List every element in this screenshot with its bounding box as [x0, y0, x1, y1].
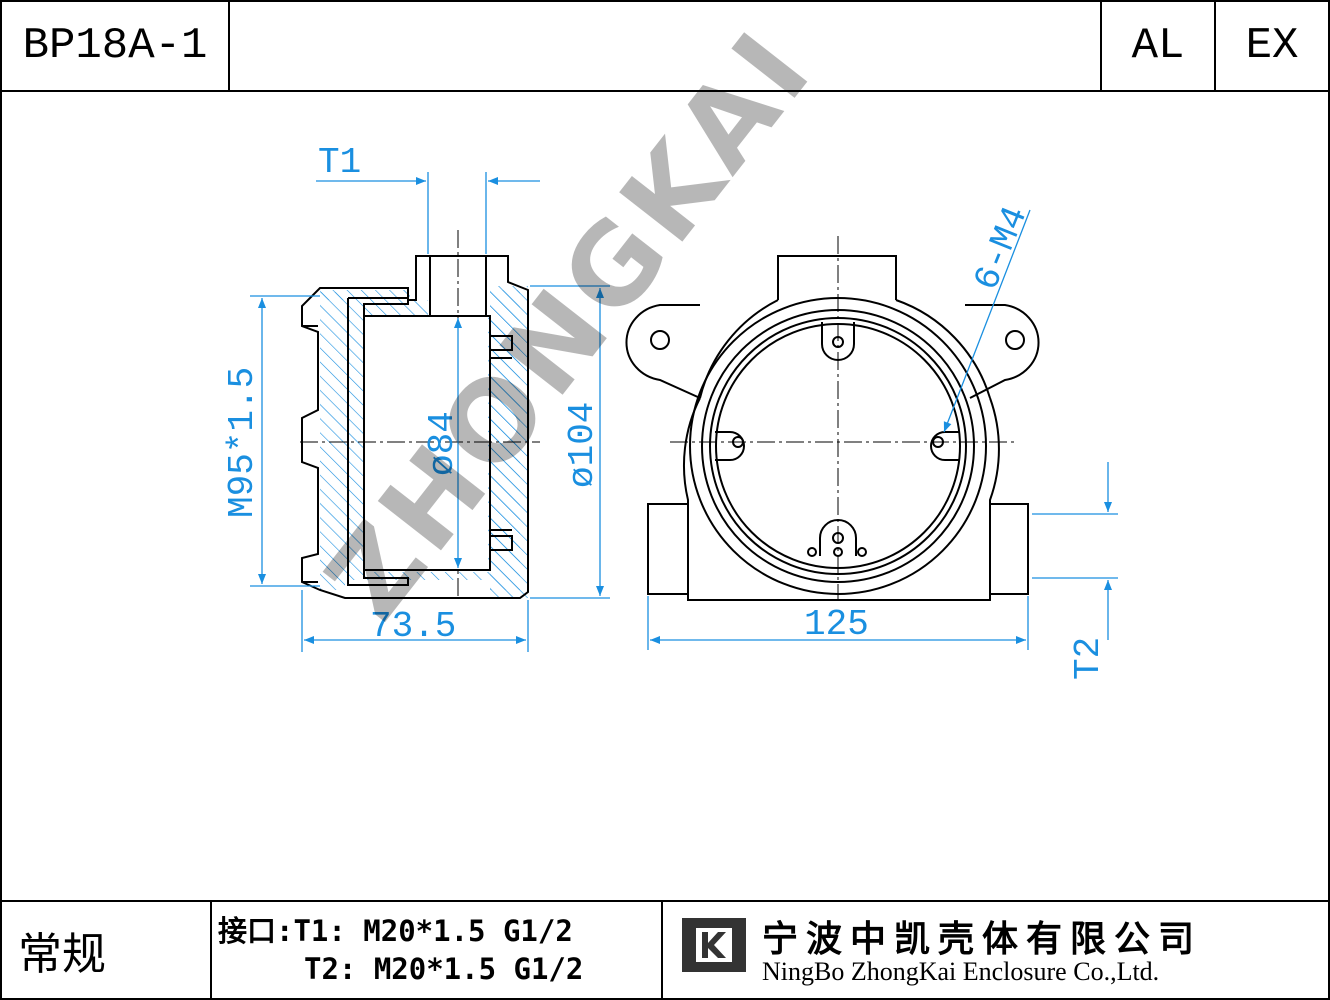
dim-t2: T2 — [1068, 637, 1109, 680]
dim-width: 125 — [804, 604, 869, 645]
front-view — [625, 255, 1040, 601]
company-logo — [682, 918, 746, 972]
dim-t1: T1 — [318, 142, 361, 183]
product-type: 常规 — [18, 929, 106, 980]
company-name-cn: 宁波中凯壳体有限公司 — [762, 919, 1203, 960]
dim-m95: M95*1.5 — [222, 367, 263, 518]
port-spec-t2: T2: M20*1.5 G1/2 — [304, 952, 584, 986]
dim-outer-dia: ø104 — [562, 402, 603, 488]
port-spec-t1: 接口:T1: M20*1.5 G1/2 — [218, 914, 573, 948]
model-code: BP18A-1 — [22, 21, 208, 71]
section-dimensions — [250, 172, 610, 652]
front-dimensions — [647, 209, 1118, 650]
dim-depth: 73.5 — [370, 606, 456, 647]
material-code: AL — [1131, 21, 1185, 71]
dim-inner-dia: ø84 — [422, 411, 463, 476]
dim-screws: 6-M4 — [966, 201, 1036, 296]
rating-code: EX — [1245, 21, 1299, 71]
port-spec: 接口:T1: M20*1.5 G1/2 T2: M20*1.5 G1/2 — [218, 906, 658, 996]
company-name-en: NingBo ZhongKai Enclosure Co.,Ltd. — [762, 957, 1160, 986]
